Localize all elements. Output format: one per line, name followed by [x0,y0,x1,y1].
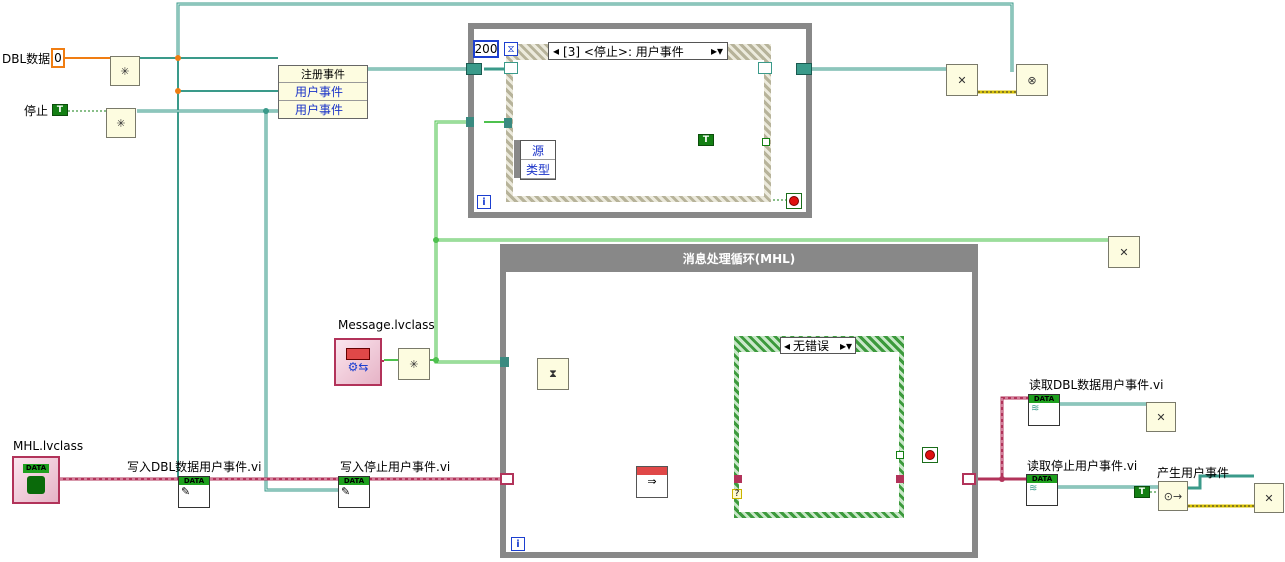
dynamic-event-terminal-right[interactable] [758,62,772,74]
write-stop-vi[interactable]: DATA ✎ [338,476,370,508]
create-user-event-icon[interactable]: ✳ [110,56,140,86]
message-icon: ⚙⇆ [347,360,369,374]
read-stop-vi[interactable]: DATA ≋ [1026,474,1058,506]
unregister-events-icon[interactable]: ✕ [946,64,978,96]
mhl-case-left-arrow-icon[interactable]: ◂ [784,338,791,353]
event-refnum-icon: ≋ [1029,483,1038,494]
mhl-stop-terminal[interactable] [922,447,938,463]
mhl-case-label: 无错误 [793,339,830,353]
dbl-data-label: DBL数据 [2,52,51,66]
stop-control[interactable]: T [52,104,68,116]
release-queue-icon[interactable]: ✕ [1108,236,1140,268]
destroy-user-event-icon[interactable]: ⊗ [1016,64,1048,96]
generate-true-constant[interactable]: T [1134,486,1150,498]
register-row-stop[interactable]: 用户事件 [279,100,367,118]
case-left-arrow-icon[interactable]: ◂ [553,44,560,58]
dbl-to-register-wire [178,57,278,92]
write-dbl-vi[interactable]: DATA ✎ [178,476,210,508]
unknown-terminal: ? [732,489,742,499]
event-source-field: 源 [521,141,555,160]
event-refnum-icon: ≋ [1031,403,1040,414]
write-dbl-data-band: DATA [179,477,209,485]
generate-event-label: 产生用户事件 [1157,466,1230,480]
pencil-icon: ✎ [181,485,191,498]
read-dbl-vi-label: 读取DBL数据用户事件.vi [1029,378,1164,392]
mhl-case-dropdown-icon[interactable]: ▸▾ [839,338,852,353]
case-dropdown-icon[interactable]: ▸▾ [710,44,723,58]
shift-register-right-top[interactable] [796,63,812,75]
mhl-class-label: MHL.lvclass [13,439,84,453]
read-dbl-vi[interactable]: DATA ≋ [1028,394,1060,426]
mhl-iteration-terminal: i [511,537,525,551]
shift-register-left-top[interactable] [466,63,482,75]
pencil-icon: ✎ [341,485,351,498]
write-dbl-vi-label: 写入DBL数据用户事件.vi [127,460,262,474]
obtain-queue-icon[interactable]: ✳ [398,348,430,380]
write-stop-vi-label: 写入停止用户事件.vi [340,460,451,474]
register-events-node[interactable]: 注册事件 用户事件 用户事件 [278,65,368,119]
destroy-dbl-event-icon[interactable]: ✕ [1146,402,1176,432]
event-type-field: 类型 [521,160,555,179]
dbl-data-control[interactable]: 0 [51,48,65,68]
read-stop-vi-label: 读取停止用户事件.vi [1027,459,1138,473]
read-dbl-data-band: DATA [1029,395,1059,403]
event-case-selector[interactable]: ◂ [3] <停止>: 用户事件 ▸▾ [548,42,728,60]
message-class-label: Message.lvclass [338,318,435,332]
mhl-shift-register-left[interactable] [500,473,514,485]
dynamic-event-terminal-left[interactable] [504,62,518,74]
create-stop-event-icon[interactable]: ✳ [106,108,136,138]
generate-user-event-icon[interactable]: ⊙→ [1158,481,1188,511]
mhl-data-band: DATA [23,464,49,473]
timeout-constant[interactable]: 200 [473,40,499,58]
stop-true-constant[interactable]: T [698,134,714,146]
queue-tunnel [466,117,474,127]
read-stop-data-band: DATA [1027,475,1057,483]
mhl-loop-title: 消息处理循环(MHL) [500,244,978,272]
register-events-title: 注册事件 [301,68,345,81]
timeout-icon: ⧖ [504,42,518,56]
do-message-icon[interactable]: ⇒ [636,466,668,498]
write-stop-data-band: DATA [339,477,369,485]
message-class-constant[interactable]: ⚙⇆ [334,338,382,386]
mhl-shift-register-right[interactable] [962,473,976,485]
event-loop-stop-terminal[interactable] [786,193,802,209]
mhl-class-constant[interactable]: DATA [12,456,60,504]
dequeue-message-icon[interactable]: ⧗ [537,358,569,390]
destroy-stop-event-icon[interactable]: ✕ [1254,483,1284,513]
cube-icon [27,476,45,494]
stop-down-wire [264,111,338,492]
event-data-node[interactable]: 源 类型 [520,140,556,180]
event-loop-iteration-terminal: i [477,195,491,209]
stop-label: 停止 [24,104,49,118]
mhl-case-selector[interactable]: ◂ 无错误 ▸▾ [780,337,856,354]
register-row-dbl[interactable]: 用户事件 [279,82,367,100]
event-case-label: [3] <停止>: 用户事件 [563,44,684,59]
